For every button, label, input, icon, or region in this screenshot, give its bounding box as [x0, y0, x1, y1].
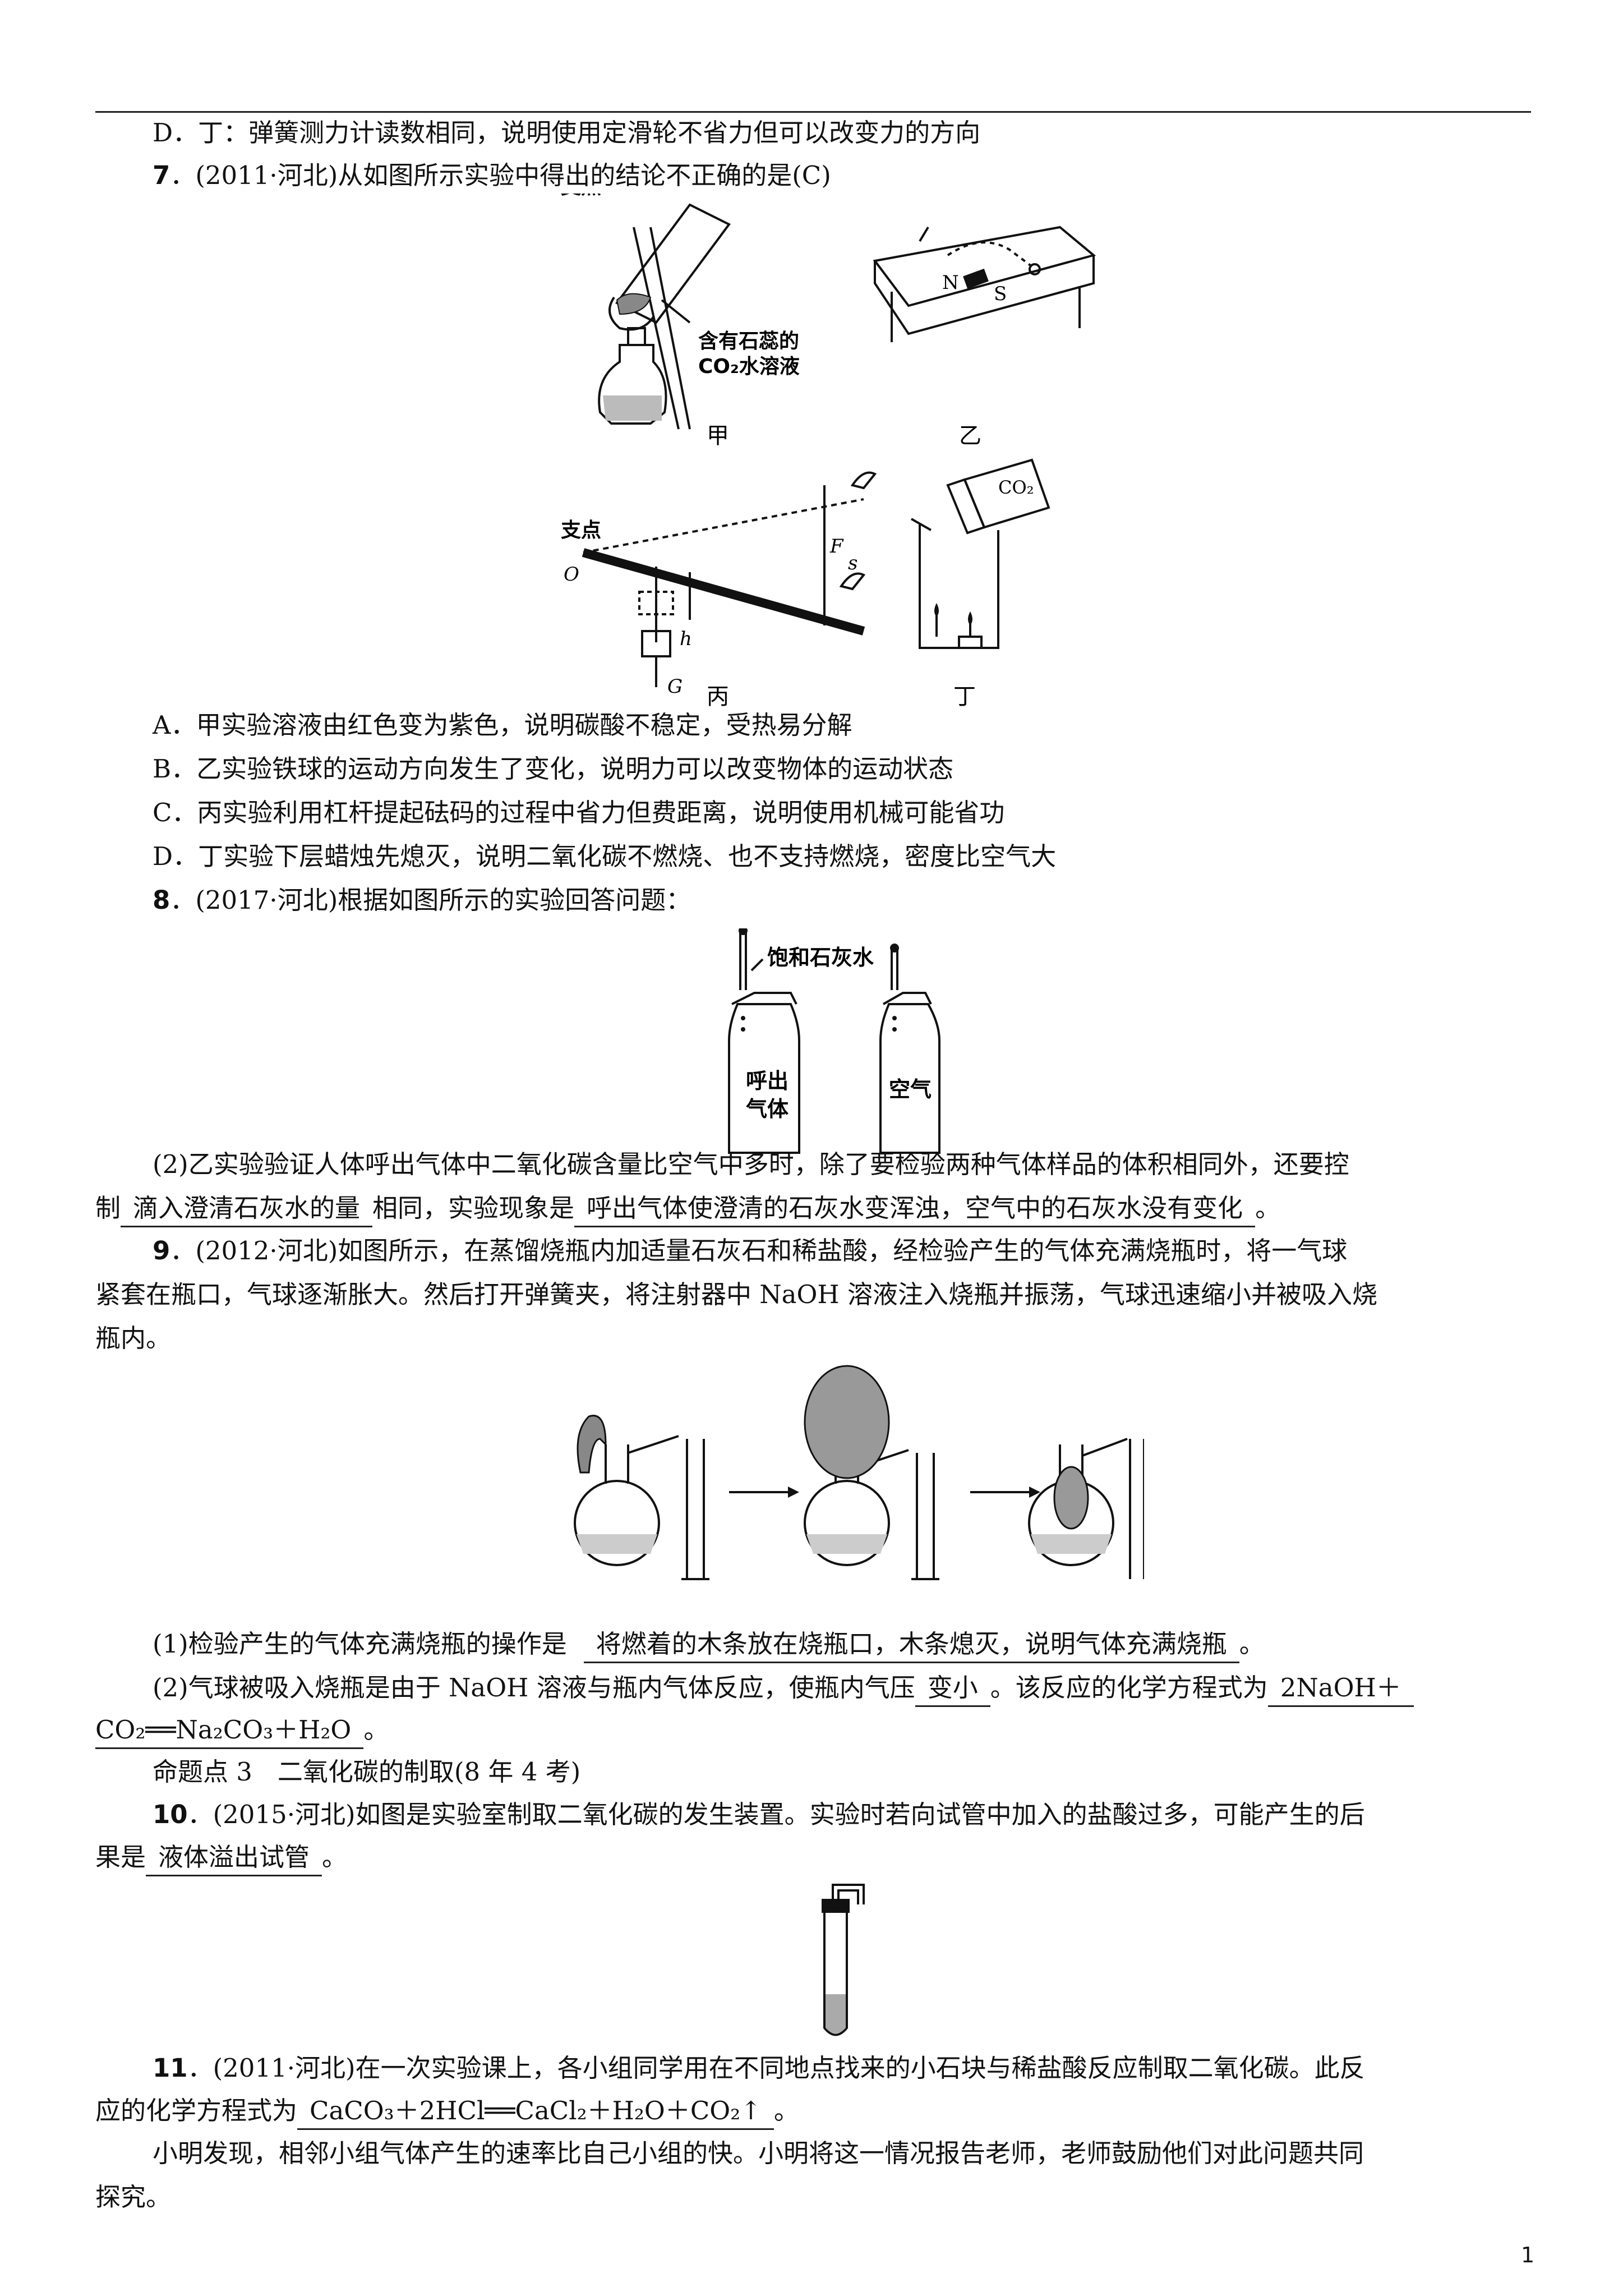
svg-text:支点: 支点: [561, 194, 601, 199]
q9-2-line2: CO₂══Na₂CO₃＋H₂O。: [95, 1713, 389, 1749]
svg-text:CO₂水溶液: CO₂水溶液: [698, 355, 800, 378]
answer-blank: 呼出气体使澄清的石灰水变浑浊，空气中的石灰水没有变化: [574, 1191, 1256, 1227]
figure-9: [566, 1355, 1144, 1590]
answer-blank: 滴入澄清石灰水的量: [121, 1191, 373, 1227]
svg-text:s: s: [848, 552, 857, 574]
svg-text:S: S: [994, 283, 1007, 305]
option-d-prev: D．丁：弹簧测力计读数相同，说明使用定滑轮不省力但可以改变力的方向: [153, 118, 981, 148]
svg-text:丙: 丙: [707, 684, 729, 710]
burner-liquid: [603, 395, 662, 421]
svg-text:甲: 甲: [707, 423, 729, 449]
answer-blank: 变小: [915, 1671, 990, 1707]
figure-7: 含有石蕊的 CO₂水溶液 N S 甲 乙 支点 支点 O F s h G: [561, 194, 1122, 715]
figure-8: 饱和石灰水 呼出 气体 空气: [718, 928, 942, 1158]
svg-text:F: F: [829, 535, 844, 558]
pivot-label: 支点: [561, 519, 601, 542]
svg-text:乙: 乙: [959, 423, 981, 449]
magnet-shape: [963, 268, 989, 289]
answer-blank: 液体溢出试管: [146, 1840, 322, 1876]
svg-text:丁: 丁: [953, 684, 976, 710]
q9-2-line1: (2)气球被吸入烧瓶是由于 NaOH 溶液与瓶内气体反应，使瓶内气压变小。该反应…: [153, 1671, 1414, 1707]
answer-blank: CO₂══Na₂CO₃＋H₂O: [95, 1713, 364, 1749]
flame-shape: [616, 293, 652, 315]
svg-text:气体: 气体: [746, 1097, 789, 1121]
answer-blank: 2NaOH＋: [1267, 1671, 1414, 1707]
header-rule: [95, 111, 1531, 113]
question-11: 11．(2011·河北)在一次实验课上，各小组同学用在不同地点找来的小石块与稀盐…: [153, 2053, 1365, 2083]
svg-text:O: O: [564, 563, 579, 586]
option-7a: A．甲实验溶液由红色变为紫色，说明碳酸不稳定，受热易分解: [153, 710, 852, 740]
svg-text:CO₂: CO₂: [998, 477, 1034, 498]
svg-text:G: G: [667, 675, 683, 698]
answer-blank: 将燃着的木条放在烧瓶口，木条熄灭，说明气体充满烧瓶: [583, 1627, 1239, 1663]
topic-heading: 命题点 3 二氧化碳的制取(8 年 4 考): [153, 1757, 581, 1787]
figure-bing-lever: [582, 471, 877, 687]
q10-line2: 果是液体溢出试管。: [95, 1840, 347, 1876]
svg-text:h: h: [680, 628, 692, 650]
svg-text:呼出: 呼出: [746, 1069, 789, 1093]
question-9: 9．(2012·河北)如图所示，在蒸馏烧瓶内加适量石灰石和稀盐酸，经检验产生的气…: [153, 1236, 1348, 1266]
figure-10: [808, 1882, 875, 2045]
svg-text:饱和石灰水: 饱和石灰水: [767, 945, 874, 970]
option-7b: B．乙实验铁球的运动方向发生了变化，说明力可以改变物体的运动状态: [153, 754, 954, 784]
svg-text:N: N: [942, 272, 959, 294]
figure-yi-table: [873, 226, 1096, 342]
question-8: 8．(2017·河北)根据如图所示的实验回答问题：: [153, 885, 691, 915]
q9-line3: 瓶内。: [95, 1323, 172, 1353]
q8-2-line2: 制滴入澄清石灰水的量相同，实验现象是呼出气体使澄清的石灰水变浑浊，空气中的石灰水…: [95, 1191, 1280, 1227]
option-7d: D．丁实验下层蜡烛先熄灭，说明二氧化碳不燃烧、也不支持燃烧，密度比空气大: [153, 841, 1057, 871]
q11-line3: 小明发现，相邻小组气体产生的速率比自己小组的快。小明将这一情况报告老师，老师鼓励…: [153, 2138, 1364, 2168]
svg-text:空气: 空气: [889, 1077, 932, 1102]
answer-blank: CaCO₃＋2HCl══CaCl₂＋H₂O＋CO₂↑: [297, 2093, 774, 2130]
q11-line4: 探究。: [95, 2182, 172, 2212]
q8-2-line1: (2)乙实验验证人体呼出气体中二氧化碳含量比空气中多时，除了要检验两种气体样品的…: [153, 1149, 1349, 1179]
question-7: 7．(2011·河北)从如图所示实验中得出的结论不正确的是(C): [153, 160, 831, 190]
page-number: 1: [1521, 2243, 1535, 2267]
q9-line2: 紧套在瓶口，气球逐渐胀大。然后打开弹簧夹，将注射器中 NaOH 溶液注入烧瓶并振…: [95, 1280, 1377, 1309]
q9-1: (1)检验产生的气体充满烧瓶的操作是将燃着的木条放在烧瓶口，木条熄灭，说明气体充…: [153, 1627, 1265, 1663]
svg-text:含有石蕊的: 含有石蕊的: [698, 330, 799, 353]
question-10: 10．(2015·河北)如图是实验室制取二氧化碳的发生装置。实验时若向试管中加入…: [153, 1800, 1365, 1829]
figure-jia-apparatus: [598, 203, 731, 430]
option-7c: C．丙实验利用杠杆提起砝码的过程中省力但费距离，说明使用机械可能省功: [153, 798, 1005, 827]
